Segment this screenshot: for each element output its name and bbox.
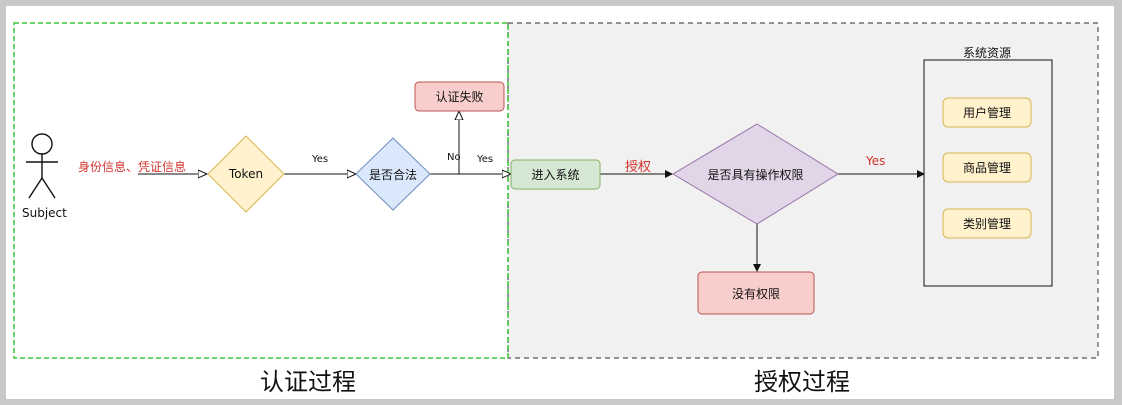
diagram-shapes [13,22,1099,359]
category-mgmt-box [942,208,1032,239]
authentication-region [13,22,509,359]
no-permission-box [697,271,815,315]
yes-token-label: Yes [312,154,329,165]
product-mgmt-box [942,152,1032,183]
product-mgmt-label: 商品管理 [962,161,1011,175]
enter-system-label: 进入系统 [531,168,580,182]
is-legal-diamond [355,137,431,211]
token-label: Token [228,167,264,181]
has-permission-diamond [672,123,839,225]
auth-process-title: 认证过程 [260,368,356,396]
auth-fail-label: 认证失败 [435,90,484,104]
identity-info-label: 身份信息、凭证信息 [78,160,187,174]
yes-perm-label: Yes [866,154,886,168]
has-permission-label: 是否具有操作权限 [707,167,804,182]
subject-label: Subject [22,206,67,220]
subject-actor-icon [26,133,58,199]
no-permission-label: 没有权限 [731,286,780,301]
system-resources-label: 系统资源 [963,46,1012,60]
system-resources-container [923,59,1053,287]
yes-legal-label: Yes [477,154,494,165]
user-mgmt-label: 用户管理 [962,106,1011,120]
user-mgmt-box [942,97,1032,128]
token-diamond [207,135,285,213]
is-legal-label: 是否合法 [368,167,417,182]
enter-system-box [510,159,601,190]
diagram-canvas: Subject 身份信息、凭证信息 Token Yes 是否合法 No Yes … [6,6,1114,399]
authorize-label: 授权 [625,160,652,175]
category-mgmt-label: 类别管理 [962,217,1011,231]
authz-process-title: 授权过程 [754,368,850,396]
auth-fail-box [414,81,505,112]
no-label: No [447,152,461,163]
